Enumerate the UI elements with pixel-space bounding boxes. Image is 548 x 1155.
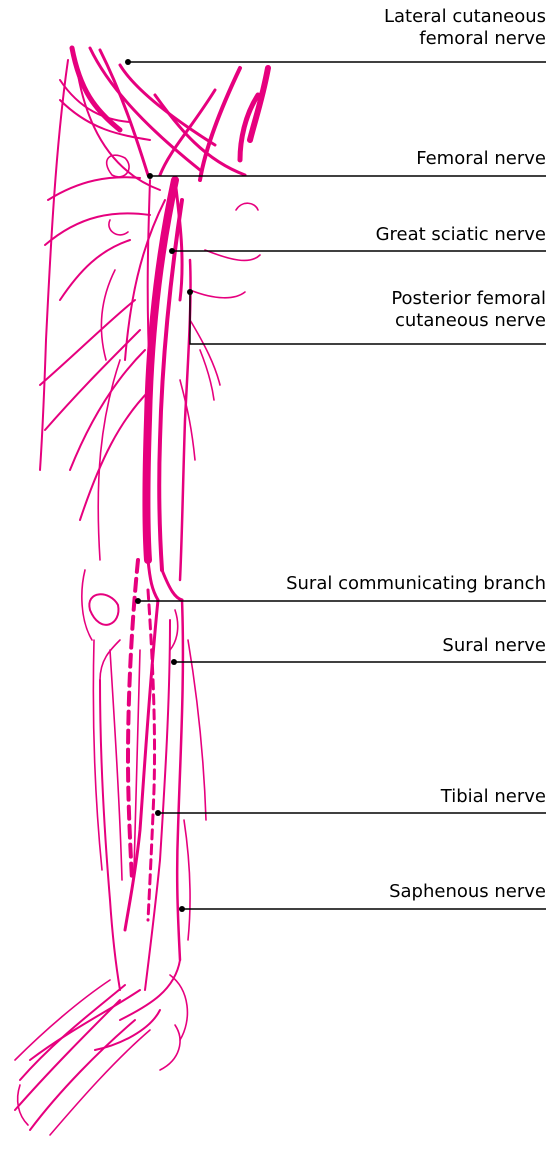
foot-branches xyxy=(15,960,187,1135)
label-line: Posterior femoral xyxy=(391,288,546,310)
nerve-drawing xyxy=(15,48,268,1135)
label-line: Lateral cutaneous xyxy=(384,6,546,28)
label-line: Great sciatic nerve xyxy=(376,224,546,246)
dot-great-sciatic xyxy=(169,248,175,254)
label-line: Tibial nerve xyxy=(441,786,546,808)
label-tibial: Tibial nerve xyxy=(441,786,546,808)
label-line: cutaneous nerve xyxy=(391,310,546,332)
callout-leaders xyxy=(125,59,546,912)
dot-saphenous xyxy=(179,906,185,912)
dot-tibial xyxy=(155,810,161,816)
label-sural-communicating: Sural communicating branch xyxy=(286,573,546,595)
dot-sural-communicating xyxy=(135,598,141,604)
dot-posterior-femoral xyxy=(187,289,193,295)
dot-sural xyxy=(171,659,177,665)
label-line: Femoral nerve xyxy=(416,148,546,170)
label-posterior-femoral-cutaneous: Posterior femoral cutaneous nerve xyxy=(391,288,546,332)
label-line: femoral nerve xyxy=(384,28,546,50)
label-line: Sural nerve xyxy=(442,635,546,657)
sciatic-trunk xyxy=(125,180,191,600)
label-line: Sural communicating branch xyxy=(286,573,546,595)
dashed-deep-branches xyxy=(128,560,155,920)
label-sural: Sural nerve xyxy=(442,635,546,657)
label-femoral: Femoral nerve xyxy=(416,148,546,170)
label-great-sciatic: Great sciatic nerve xyxy=(376,224,546,246)
lower-leg-branches xyxy=(93,600,206,990)
dot-lateral-cutaneous xyxy=(125,59,131,65)
dot-femoral xyxy=(147,173,153,179)
label-lateral-cutaneous-femoral: Lateral cutaneous femoral nerve xyxy=(384,6,546,50)
label-line: Saphenous nerve xyxy=(389,881,546,903)
label-saphenous: Saphenous nerve xyxy=(389,881,546,903)
